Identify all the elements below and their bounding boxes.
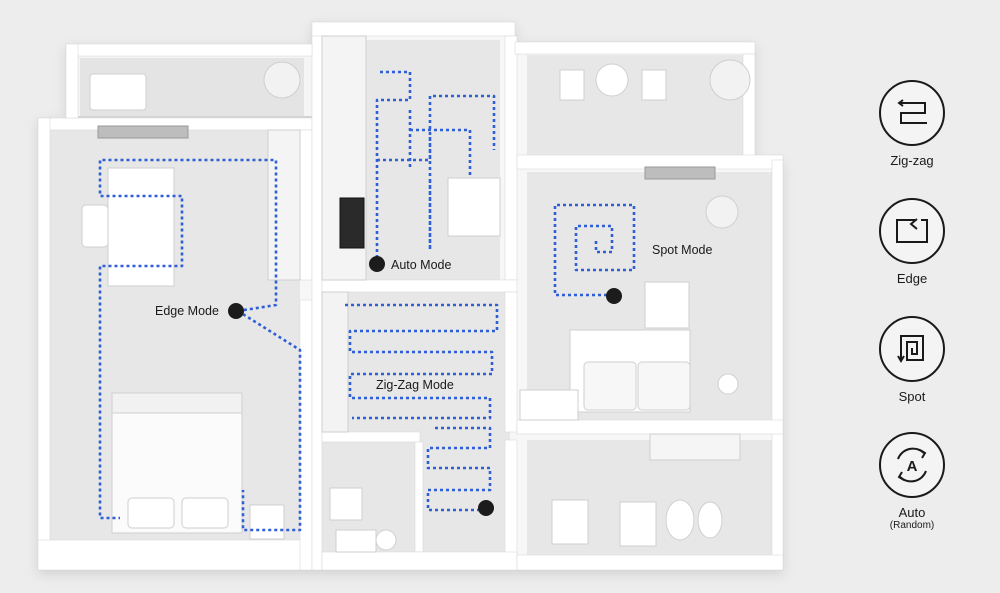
plant: [263, 61, 301, 99]
legend-zigzag: Zig-zag: [872, 80, 952, 168]
auto-random-icon: A: [879, 432, 945, 498]
sink: [335, 529, 377, 553]
legend-auto: A Auto (Random): [872, 432, 952, 531]
stove: [339, 197, 365, 249]
zigzag-mode-path: [345, 303, 499, 512]
legend-label-edge: Edge: [896, 271, 928, 286]
legend-label-auto: Auto: [898, 505, 926, 520]
robot-zigzag-mode: [478, 500, 494, 516]
corridor-floor: [420, 432, 510, 552]
dining-table: [447, 177, 501, 237]
air-vent: [97, 125, 189, 139]
zigzag-mode-label: Zig-Zag Mode: [376, 378, 454, 392]
living-vent: [644, 166, 716, 180]
legend-edge: Edge: [872, 198, 952, 286]
zig-zag-icon: [879, 80, 945, 146]
walls: [37, 21, 784, 571]
cabinet: [644, 281, 690, 329]
robots: [228, 256, 622, 516]
desk: [107, 167, 175, 287]
legend-label-spot: Spot: [898, 389, 926, 404]
edge-icon: [879, 198, 945, 264]
svg-text:A: A: [907, 458, 918, 475]
legend-sublabel-auto: (Random): [889, 520, 935, 532]
hall-floor: [320, 292, 510, 432]
edge-mode-label: Edge Mode: [155, 304, 219, 318]
legend-label-zigzag: Zig-zag: [890, 153, 934, 168]
auto-mode-path: [375, 70, 496, 264]
nightstand: [249, 504, 285, 540]
robot-auto-mode: [369, 256, 385, 272]
cleaning-paths: [98, 70, 636, 532]
lounge-chair: [89, 73, 147, 111]
robot-edge-mode: [228, 303, 244, 319]
spot-mode-path: [553, 203, 636, 297]
spot-mode-label: Spot Mode: [652, 243, 713, 257]
robot-spot-mode: [606, 288, 622, 304]
bathtub: [649, 433, 741, 461]
wardrobe: [267, 129, 301, 281]
edge-mode-path: [98, 158, 302, 532]
washing-machine: [329, 487, 363, 521]
round-table: [595, 63, 629, 97]
auto-mode-label: Auto Mode: [391, 258, 452, 272]
legend-spot: Spot: [872, 316, 952, 404]
hall-shelf: [321, 291, 349, 433]
spot-icon: [879, 316, 945, 382]
